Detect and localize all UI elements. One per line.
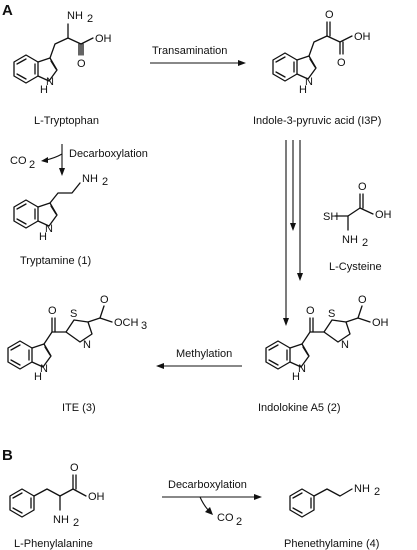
i3p-nh: H [299, 84, 307, 96]
arrow-decarboxylation-b-head [254, 494, 262, 500]
tryptophan-nh2: NH [67, 10, 83, 22]
label-l-phenylalanine: L-Phenylalanine [14, 538, 93, 550]
ite-ketone-o: O [48, 305, 57, 317]
arrow-co2-branch-a [45, 153, 63, 161]
svg-text:2: 2 [102, 176, 108, 188]
indolokine-nh: H [292, 371, 300, 383]
ite-och3: OCH [114, 317, 139, 329]
arrow-transamination-head [238, 60, 246, 66]
tryptophan-n: N [46, 76, 54, 88]
svg-text:3: 3 [141, 320, 147, 332]
label-transamination: Transamination [152, 45, 227, 57]
indolokine-n-indole: N [298, 363, 306, 375]
tryptamine-nh2: NH [82, 173, 98, 185]
panel-label-b: B [2, 447, 13, 464]
indolokine-s: S [328, 308, 335, 320]
arrow-methylation-head [156, 363, 164, 369]
ite-nh: H [34, 371, 42, 383]
label-l-cysteine: L-Cysteine [329, 261, 382, 273]
label-co2-b: CO [217, 512, 234, 524]
label-decarboxylation-a: Decarboxylation [69, 148, 148, 160]
indolokine-ketone-o: O [306, 305, 315, 317]
l-phenylalanine-structure [9, 474, 87, 518]
cysteine-nh2: NH [342, 234, 358, 246]
l-cysteine-structure [334, 193, 374, 231]
ite-n: N [83, 339, 91, 351]
tryptophan-nh2-sub: 2 [87, 13, 93, 25]
label-co2-a: CO [10, 155, 27, 167]
ite-s: S [70, 308, 77, 320]
svg-text:2: 2 [73, 517, 79, 529]
svg-text:2: 2 [374, 486, 380, 498]
i3p-oh: OH [354, 31, 371, 43]
phenethylamine-nh2: NH [354, 483, 370, 495]
tryptophan-oh: OH [95, 33, 112, 45]
tryptamine-n: N [45, 223, 53, 235]
svg-text:2: 2 [236, 516, 242, 528]
ite-structure [7, 305, 113, 370]
indolokine-oh: OH [372, 317, 389, 329]
indolokine-n: N [341, 339, 349, 351]
label-ite: ITE (3) [62, 402, 96, 414]
tryptophan-o: O [77, 58, 86, 70]
phenylalanine-o: O [70, 462, 79, 474]
tryptophan-nh: H [40, 84, 48, 96]
cysteine-oh: OH [375, 209, 392, 221]
ite-ester-o: O [100, 294, 109, 306]
tryptamine-structure [13, 182, 81, 229]
i3p-ketone-o: O [325, 9, 334, 21]
ite-n-indole: N [40, 363, 48, 375]
label-decarboxylation-b: Decarboxylation [168, 479, 247, 491]
label-methylation: Methylation [176, 348, 232, 360]
svg-text:2: 2 [362, 237, 368, 249]
label-phenethylamine: Phenethylamine (4) [284, 538, 379, 550]
phenylalanine-oh: OH [88, 491, 105, 503]
tryptamine-nh: H [39, 231, 47, 243]
phenethylamine-structure [289, 488, 353, 518]
label-i3p: Indole-3-pyruvic acid (I3P) [253, 115, 381, 127]
label-indolokine-a5: Indolokine A5 (2) [258, 402, 341, 414]
label-l-tryptophan: L-Tryptophan [34, 115, 99, 127]
i3p-n: N [305, 76, 313, 88]
i3p-structure [272, 21, 353, 82]
phenylalanine-nh2: NH [53, 514, 69, 526]
panel-label-a: A [2, 2, 13, 19]
indolokine-a5-structure [265, 305, 371, 370]
svg-text:2: 2 [29, 159, 35, 171]
indolokine-acid-o: O [358, 294, 367, 306]
i3p-acid-o: O [337, 57, 346, 69]
arrow-decarboxylation-a-head [59, 168, 65, 176]
l-tryptophan-structure [13, 23, 94, 84]
cysteine-sh: SH [323, 211, 338, 223]
label-tryptamine: Tryptamine (1) [20, 255, 91, 267]
cysteine-o: O [358, 181, 367, 193]
